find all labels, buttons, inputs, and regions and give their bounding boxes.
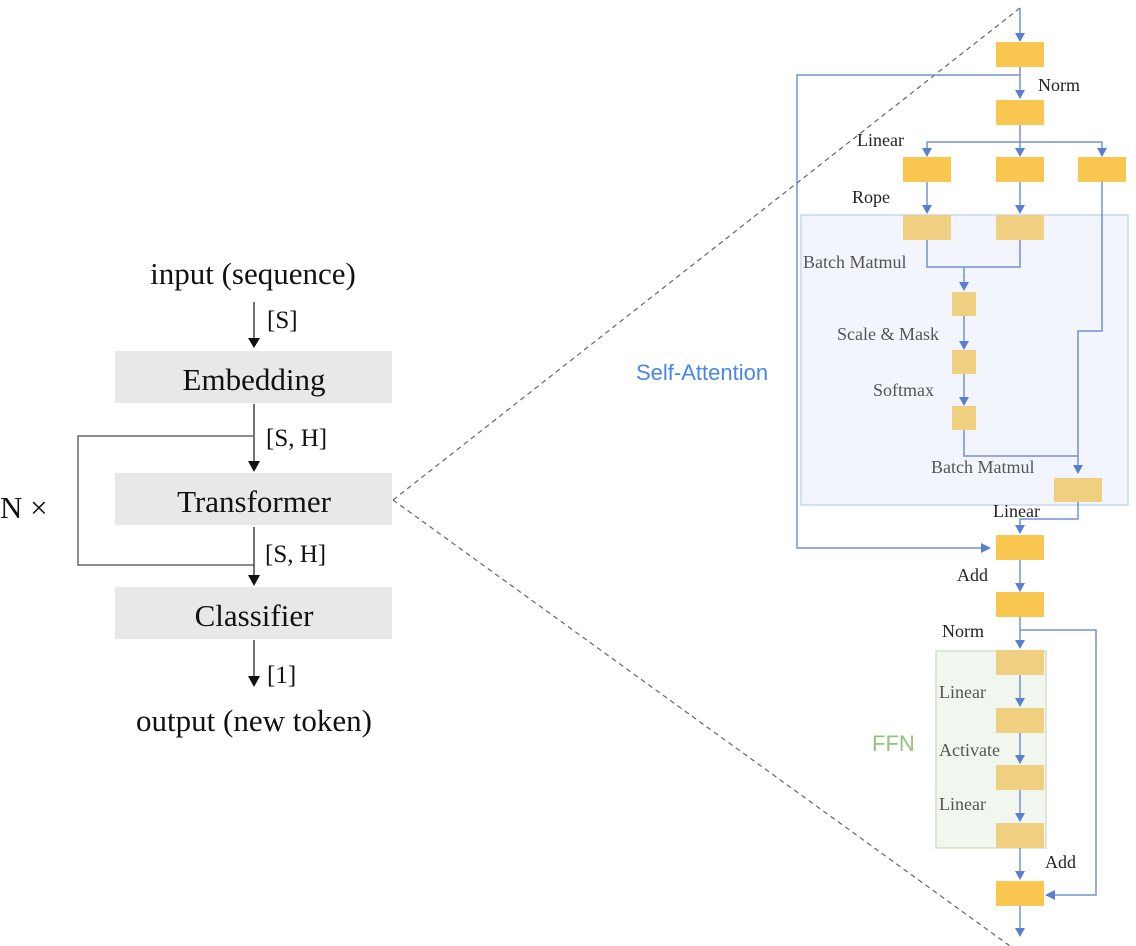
arrowhead [248,676,260,687]
node-norm2[interactable] [996,650,1044,675]
ffn-label: FFN [872,731,915,756]
zoom-line-bottom [392,499,1011,946]
ffn-group [935,650,1047,849]
repeat-label: N × [0,490,48,525]
shape-trans: [S, H] [265,541,326,568]
node-q-rope[interactable] [903,215,951,240]
label-softmax: Softmax [873,380,934,400]
label-ffn-linear2: Linear [939,794,986,814]
shape-embed: [S, H] [266,425,327,452]
node-norm1[interactable] [996,100,1044,125]
node-input[interactable] [996,42,1044,67]
left-pipeline: input (sequence) [S] Embedding [S, H] N … [0,256,392,738]
shape-out: [1] [267,662,296,689]
node-matmul2[interactable] [1054,478,1102,502]
shape-input: [S] [267,307,298,334]
node-add2[interactable] [996,881,1044,906]
label-batch-matmul1: Batch Matmul [803,252,906,272]
zoom-line-top [392,7,1021,501]
label-add2: Add [1045,852,1076,872]
arrowhead [248,575,260,586]
node-v-linear[interactable] [1078,157,1126,182]
input-label: input (sequence) [150,256,356,291]
classifier-label: Classifier [195,598,314,633]
node-k-linear[interactable] [996,157,1044,182]
arrowheads [922,33,1107,937]
node-k-rope[interactable] [996,215,1044,240]
transformer-label: Transformer [177,484,332,519]
node-ffn-linear1[interactable] [996,708,1044,733]
embedding-label: Embedding [183,362,326,397]
node-q-linear[interactable] [903,157,951,182]
node-add1[interactable] [996,592,1044,617]
label-ffn-linear1: Linear [939,682,986,702]
arrowhead [248,338,260,348]
label-linear-qkv: Linear [857,130,904,150]
self-attention-label: Self-Attention [636,360,768,385]
label-add1: Add [957,565,988,585]
classifier-block[interactable] [115,587,392,639]
label-norm1: Norm [1038,75,1080,95]
node-matmul1[interactable] [952,292,976,316]
node-scale-mask[interactable] [952,350,976,374]
embedding-block[interactable] [115,351,392,403]
label-scale-mask: Scale & Mask [837,324,939,344]
transformer-block[interactable] [115,473,392,525]
node-ffn-linear2[interactable] [996,823,1044,848]
transformer-detail: Norm Linear Rope Batch Matmul Scale & Ma… [636,8,1129,937]
label-linear-out: Linear [993,501,1040,521]
node-softmax[interactable] [952,406,976,430]
arrowhead [248,461,260,472]
label-norm2: Norm [942,621,984,641]
nodes [903,42,1126,906]
label-batch-matmul2: Batch Matmul [931,457,1034,477]
node-activate[interactable] [996,765,1044,790]
repeat-loop [77,435,254,566]
output-label: output (new token) [136,703,372,738]
label-activate: Activate [939,740,1000,760]
label-rope: Rope [852,187,890,207]
node-linear-out[interactable] [996,535,1044,560]
